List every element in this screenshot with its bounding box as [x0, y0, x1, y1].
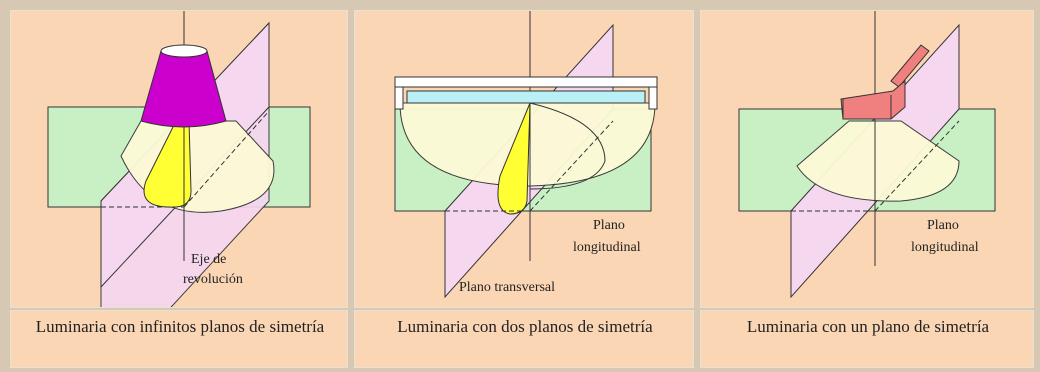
transverse-label: Plano transversal [459, 280, 555, 295]
longitudinal-label-line2: longitudinal [573, 240, 641, 255]
panel-2-caption: Luminaria con dos planos de simetría [397, 317, 653, 336]
longitudinal-label-line2: longitudinal [911, 240, 979, 255]
fixture-housing-icon [394, 76, 658, 88]
light-cone [796, 120, 960, 202]
panel-3-diagram: Plano longitudinal [738, 11, 996, 299]
axis-label-line1: Eje de [191, 252, 226, 267]
panel-1-caption: Luminaria con infinitos planos de simetr… [35, 317, 325, 336]
lamp-shade-icon [140, 50, 227, 128]
panel-2-diagram: Plano longitudinal Plano transversal [394, 11, 658, 299]
axis-label-line2: revolución [183, 272, 243, 287]
panel-1-figure-cell: Eje de revolución [10, 10, 348, 308]
lamp-body-icon [840, 79, 906, 120]
panel-1-diagram: Eje de revolución [47, 11, 311, 307]
yellow-intensity-lobe [497, 102, 531, 215]
panel-1-caption-cell: Luminaria con infinitos planos de simetr… [10, 310, 348, 368]
panel-3-figure-cell: Plano longitudinal [700, 10, 1034, 308]
panel-2-caption-cell: Luminaria con dos planos de simetría [354, 310, 694, 368]
panel-3-caption: Luminaria con un plano de simetría [746, 317, 990, 336]
lamp-arm-icon [890, 44, 930, 88]
panel-2-figure-cell: Plano longitudinal Plano transversal [354, 10, 694, 308]
longitudinal-label-line1: Plano [927, 218, 959, 233]
fluorescent-tube-icon [406, 90, 646, 104]
longitudinal-label-line1: Plano [593, 218, 625, 233]
panel-3-caption-cell: Luminaria con un plano de simetría [700, 310, 1034, 368]
